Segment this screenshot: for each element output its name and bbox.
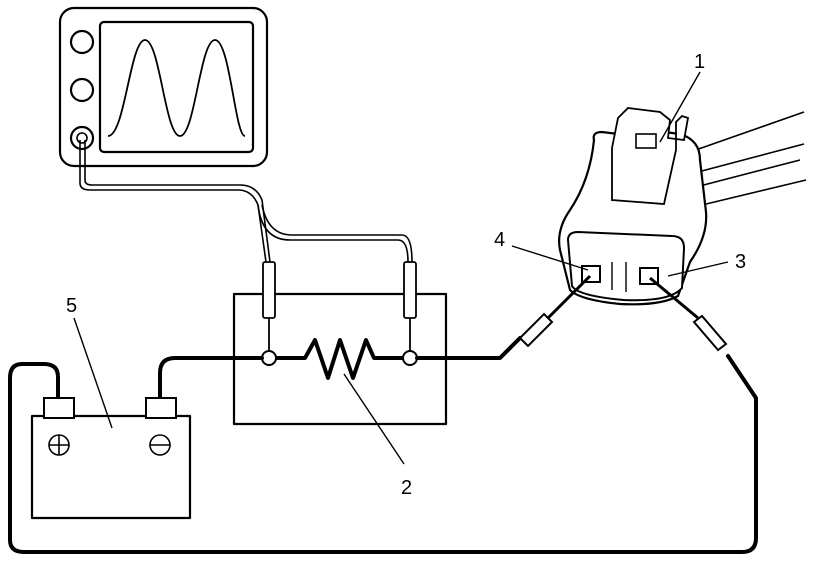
knob-middle <box>69 77 95 103</box>
leader-3 <box>667 261 729 277</box>
battery-case <box>30 414 192 520</box>
test-point-right <box>402 350 418 366</box>
oscilloscope-screen <box>98 20 255 154</box>
callout-3: 3 <box>735 251 746 273</box>
sensor-connector <box>518 107 807 352</box>
callout-1: 1 <box>694 51 705 73</box>
resistor-symbol <box>267 338 412 380</box>
probe-input-jack <box>69 125 95 151</box>
leader-5 <box>73 317 113 429</box>
callout-5: 5 <box>66 295 77 317</box>
main-wiring <box>8 336 758 554</box>
probe-tip-right <box>403 261 417 319</box>
leader-4 <box>511 245 589 271</box>
leader-2 <box>343 373 405 465</box>
connector-latch <box>611 107 690 205</box>
oscilloscope-body <box>58 6 269 168</box>
probe-tip-left <box>262 261 276 319</box>
resistor-box <box>232 261 448 426</box>
back-probe-right <box>692 314 728 352</box>
leader-lines <box>73 71 729 465</box>
battery-terminal-positive <box>43 397 75 419</box>
battery <box>30 397 192 520</box>
callout-2: 2 <box>401 477 412 499</box>
test-point-left <box>261 350 277 366</box>
callout-4: 4 <box>494 229 505 251</box>
back-probe-left <box>518 312 554 348</box>
leader-1 <box>659 71 701 143</box>
knob-top <box>69 29 95 55</box>
battery-terminal-negative <box>145 397 177 419</box>
sine-waveform <box>107 39 246 137</box>
probe-cables <box>79 140 413 263</box>
oscilloscope <box>58 6 269 168</box>
